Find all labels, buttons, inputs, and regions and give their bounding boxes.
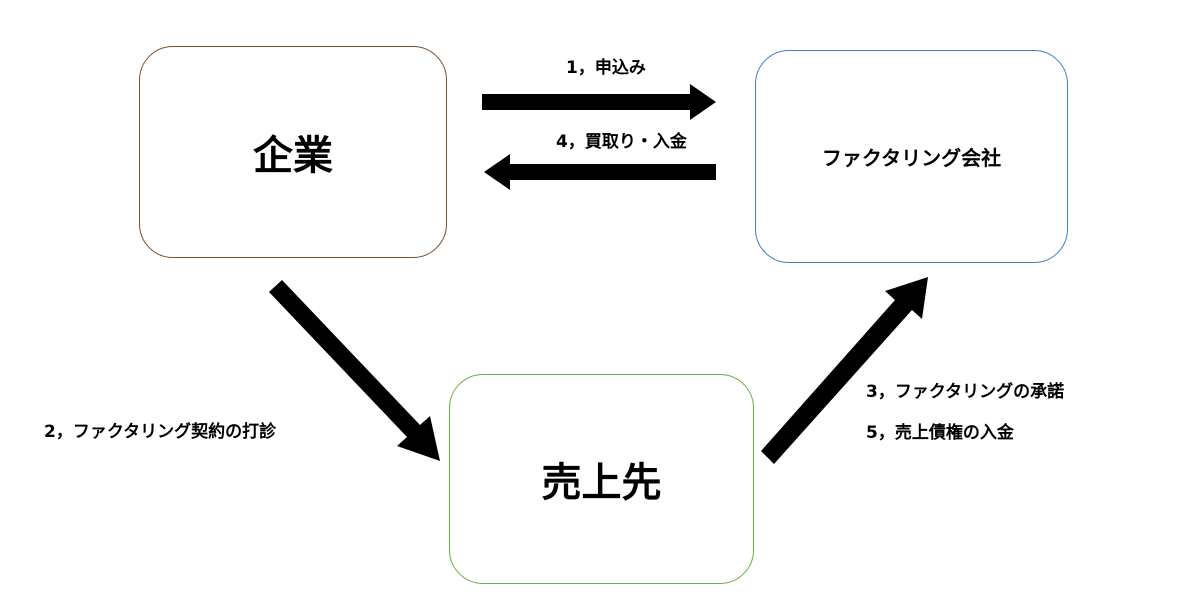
edge-label-purchase: 4，買取り・入金 [556, 132, 687, 152]
arrow-purchase [484, 154, 716, 190]
factoring-company-label: ファクタリング会社 [821, 146, 1002, 170]
arrow-apply [482, 84, 716, 120]
edge-label-apply: 1，申込み [566, 58, 646, 78]
customer-label: 売上先 [541, 460, 662, 506]
edge-label-negotiation: 2，ファクタリング契約の打診 [44, 422, 277, 442]
company-label: 企業 [253, 133, 333, 179]
factoring-company-node: ファクタリング会社 [755, 50, 1068, 263]
company-node: 企業 [139, 46, 447, 258]
customer-node: 売上先 [449, 374, 754, 584]
edge-label-receivable: 5，売上債権の入金 [866, 423, 1014, 443]
edge-label-approval: 3，ファクタリングの承諾 [866, 382, 1065, 402]
arrow-approval [761, 277, 928, 464]
arrow-negotiation [269, 280, 440, 461]
